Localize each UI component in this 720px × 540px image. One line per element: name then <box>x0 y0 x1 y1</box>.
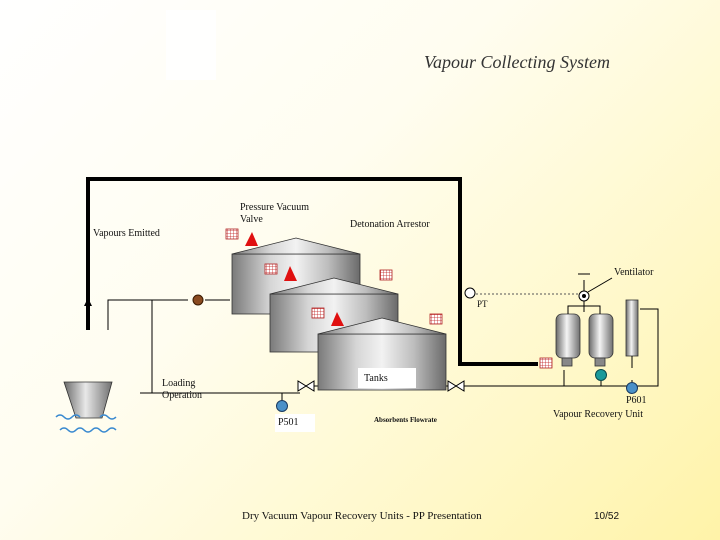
pump-p601-icon <box>626 382 638 394</box>
gate-valve-icon <box>297 380 315 392</box>
tanks-label-box <box>358 368 416 388</box>
adsorber-vessel-1 <box>555 313 581 367</box>
p601-label: P601 <box>626 395 647 406</box>
water-waves-icon <box>55 414 117 433</box>
loading-valve-icon <box>192 294 204 306</box>
pv-valve-icon <box>284 266 297 281</box>
ventilator-leader <box>587 277 613 293</box>
flame-arrestor-icon <box>264 263 278 275</box>
loading-operation-label: Loading Operation <box>162 378 202 401</box>
pt-label: PT <box>477 299 488 309</box>
pump-teal-icon <box>595 369 607 381</box>
vapour-header-pipe <box>84 177 538 366</box>
recovery-pipework <box>567 302 601 314</box>
tanks-label: Tanks <box>364 373 388 384</box>
gate-valve-icon <box>447 380 465 392</box>
p501-label: P501 <box>278 417 299 428</box>
vapour-recovery-unit-label: Vapour Recovery Unit <box>553 409 643 420</box>
adsorber-vessel-2 <box>588 313 614 367</box>
flame-arrestor-icon <box>429 313 443 325</box>
ventilator-icon <box>578 273 590 312</box>
absorbent-flowrate-label: Absorbents Flowrate <box>374 416 437 424</box>
slide-title: Vapour Collecting System <box>424 52 610 72</box>
pt-sensor-icon <box>464 287 476 299</box>
flame-arrestor-icon <box>379 269 393 281</box>
pump-p501-icon <box>276 400 288 412</box>
footer-text: Dry Vacuum Vapour Recovery Units - PP Pr… <box>242 510 482 522</box>
detonation-arrestor-label: Detonation Arrestor <box>350 219 430 230</box>
page-number: 10/52 <box>594 511 620 522</box>
title-placeholder-box <box>166 10 216 80</box>
loading-funnel <box>63 381 113 419</box>
ventilator-label: Ventilator <box>614 267 654 278</box>
pressure-vacuum-valve-label: Pressure Vacuum Valve <box>240 202 309 225</box>
pv-valve-icon <box>331 312 344 326</box>
pv-valve-icon <box>245 232 258 246</box>
vapours-emitted-label: Vapours Emitted <box>93 228 160 239</box>
flame-arrestor-icon <box>539 357 553 369</box>
p501-label-box <box>275 414 315 432</box>
flame-arrestor-icon <box>311 307 325 319</box>
absorber-column <box>625 299 639 368</box>
flame-arrestor-icon <box>225 228 239 240</box>
